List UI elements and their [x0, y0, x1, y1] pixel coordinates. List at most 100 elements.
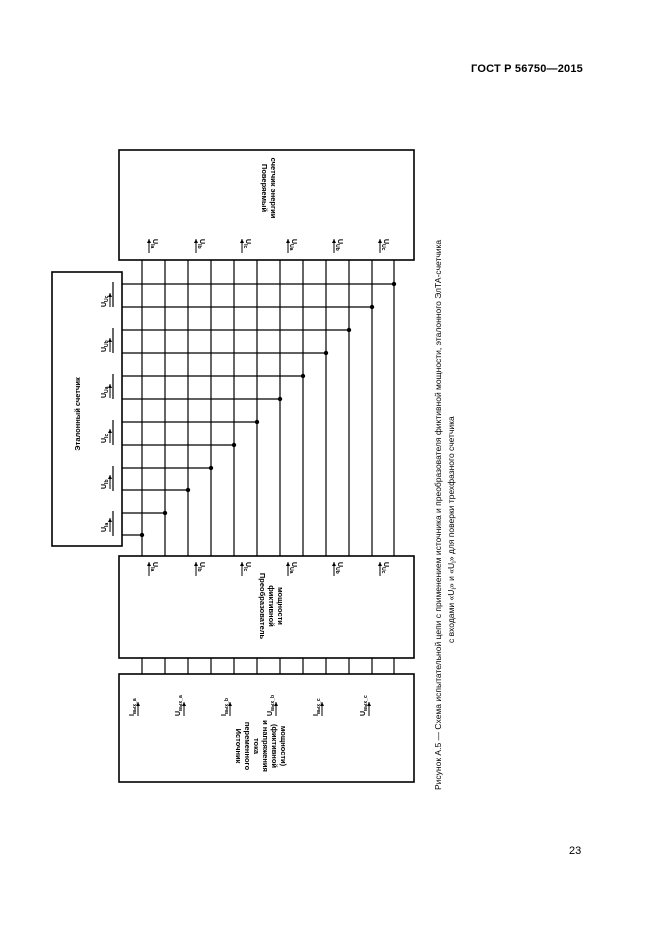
converter-output-label-5-text: UUb [334, 562, 343, 574]
standard-code-header: ГОСТ Р 56750—2015 [471, 63, 583, 75]
converter-output-label-3-text: UIc [242, 562, 251, 571]
junction-dot-4 [323, 350, 329, 356]
ref-input-label-1-arrow-head [108, 518, 112, 522]
ref-input-label-2-text: UIb [101, 479, 110, 489]
junction-dot-2 [369, 304, 375, 310]
mut-input-label-4: UUa [286, 239, 297, 253]
mut-input-label-3: UIc [240, 239, 251, 253]
mut-input-label-5-text: UUb [334, 239, 343, 251]
ref-input-label-4-arrow-head [108, 384, 112, 388]
source-block [118, 673, 415, 783]
junction-dot-1 [391, 281, 397, 287]
converter-title-3: мощности [276, 587, 285, 625]
source-output-label-4-arrow-head [274, 702, 278, 706]
junction-dot-9 [208, 465, 214, 471]
ref-input-label-3-text: UIc [101, 434, 110, 443]
ref-input-label-6: UUc [101, 293, 112, 307]
source-output-label-2-text: Uвых_a [175, 695, 184, 716]
meter-under-test-title-2: счетчик энергии [269, 158, 278, 219]
source-output-label-6-text: Uвых_c [360, 695, 369, 716]
figure-caption-line-2: с входами «UI» и «UI» для поверки трехфа… [446, 416, 458, 643]
converter-output-label-3-arrow-head [240, 562, 244, 566]
ref-input-label-3: UIc [101, 429, 112, 443]
source-output-label-3-text: Iвых_b [221, 698, 230, 716]
source-output-label-5-arrow-head [320, 702, 324, 706]
junction-dot-3 [346, 327, 352, 333]
mut-input-label-1-text: UIa [149, 239, 158, 248]
source-title-5: (фиктивной [270, 724, 279, 768]
junction-dot-11 [162, 510, 168, 516]
ref-input-label-3-arrow-head [108, 429, 112, 433]
source-title-2: переменного [243, 722, 252, 771]
ref-input-label-1-text: UIa [101, 523, 110, 532]
source-output-label-1: Iвых_a [129, 698, 140, 716]
converter-output-label-6: UUc [378, 562, 389, 576]
page-number: 23 [569, 845, 582, 857]
mut-input-label-2-arrow-head [194, 239, 198, 243]
ref-input-label-2-arrow-head [108, 475, 112, 479]
ref-input-label-5-arrow-head [108, 338, 112, 342]
converter-output-label-2-arrow-head [194, 562, 198, 566]
mut-input-label-1-arrow-head [147, 239, 151, 243]
mut-input-label-3-text: UIc [242, 239, 251, 248]
converter-output-label-2-text: UIb [196, 562, 205, 572]
ref-input-label-5-text: UUb [101, 340, 110, 352]
converter-output-label-5: UUb [332, 562, 343, 576]
source-output-label-6: Uвых_c [360, 695, 371, 716]
mut-input-label-4-text: UUa [288, 239, 297, 251]
converter-output-label-1-text: UIa [149, 562, 158, 571]
converter-title-2: фиктивной [267, 585, 276, 627]
ref-input-label-5: UUb [101, 338, 112, 352]
converter-block [118, 555, 415, 659]
source-title-6: мощности) [279, 726, 288, 767]
junction-dot-10 [185, 487, 191, 493]
source-output-label-2: Uвых_a [175, 695, 186, 716]
figure-caption-line-1: Рисунок А.5 — Схема испытательной цепи с… [433, 240, 443, 790]
source-title-3: тока [252, 738, 261, 755]
converter-output-label-6-arrow-head [378, 562, 382, 566]
mut-input-label-2: UIb [194, 239, 205, 253]
converter-output-label-4-arrow-head [286, 562, 290, 566]
mut-input-label-6-text: UUc [380, 239, 389, 251]
source-title-4: и напряжения [261, 720, 270, 772]
mut-input-label-5: UUb [332, 239, 343, 253]
meter-under-test-title-1: Поверяемый [260, 164, 269, 213]
converter-output-label-1-arrow-head [147, 562, 151, 566]
ref-input-label-4-text: UUa [101, 386, 110, 398]
mut-input-label-2-text: UIb [196, 239, 205, 249]
ref-input-label-6-text: UUc [101, 295, 110, 307]
source-output-label-1-arrow-head [136, 702, 140, 706]
source-output-label-3: Iвых_b [221, 698, 232, 716]
ref-input-label-4: UUa [101, 384, 112, 398]
junction-dot-5 [300, 373, 306, 379]
converter-title-1: Преобразователь [258, 573, 267, 640]
converter-output-label-2: UIb [194, 562, 205, 576]
mut-input-label-3-arrow-head [240, 239, 244, 243]
reference-meter-title: Эталонный счетчик [73, 377, 82, 451]
source-output-label-6-arrow-head [367, 702, 371, 706]
junction-dot-12 [139, 532, 145, 538]
junction-dot-7 [254, 419, 260, 425]
converter-output-label-4: UUa [286, 562, 297, 576]
wiring-group [112, 260, 397, 674]
mut-input-label-5-arrow-head [332, 239, 336, 243]
converter-output-label-4-text: UUa [288, 562, 297, 574]
source-title-1: Источник [234, 729, 243, 764]
source-output-label-3-arrow-head [228, 702, 232, 706]
mut-input-label-6-arrow-head [378, 239, 382, 243]
converter-output-label-6-text: UUc [380, 562, 389, 574]
mut-input-label-6: UUc [378, 239, 389, 253]
source-output-label-1-text: Iвых_a [129, 698, 138, 716]
meter-under-test-block [118, 149, 415, 261]
source-output-label-5-text: Iвых_c [313, 698, 322, 716]
converter-output-label-1: UIa [147, 562, 158, 576]
source-output-label-4-text: Uвых_b [267, 695, 276, 716]
converter-output-label-5-arrow-head [332, 562, 336, 566]
source-output-label-4: Uвых_b [267, 695, 278, 716]
reference-meter-block [51, 271, 123, 547]
converter-output-label-3: UIc [240, 562, 251, 576]
ref-input-label-1: UIa [101, 518, 112, 532]
source-output-label-2-arrow-head [182, 702, 186, 706]
terminal-labels-group: UIaUIbUIcUUaUUbUUcUIaUIbUIcUUaUUbUUcUIaU… [101, 239, 389, 716]
